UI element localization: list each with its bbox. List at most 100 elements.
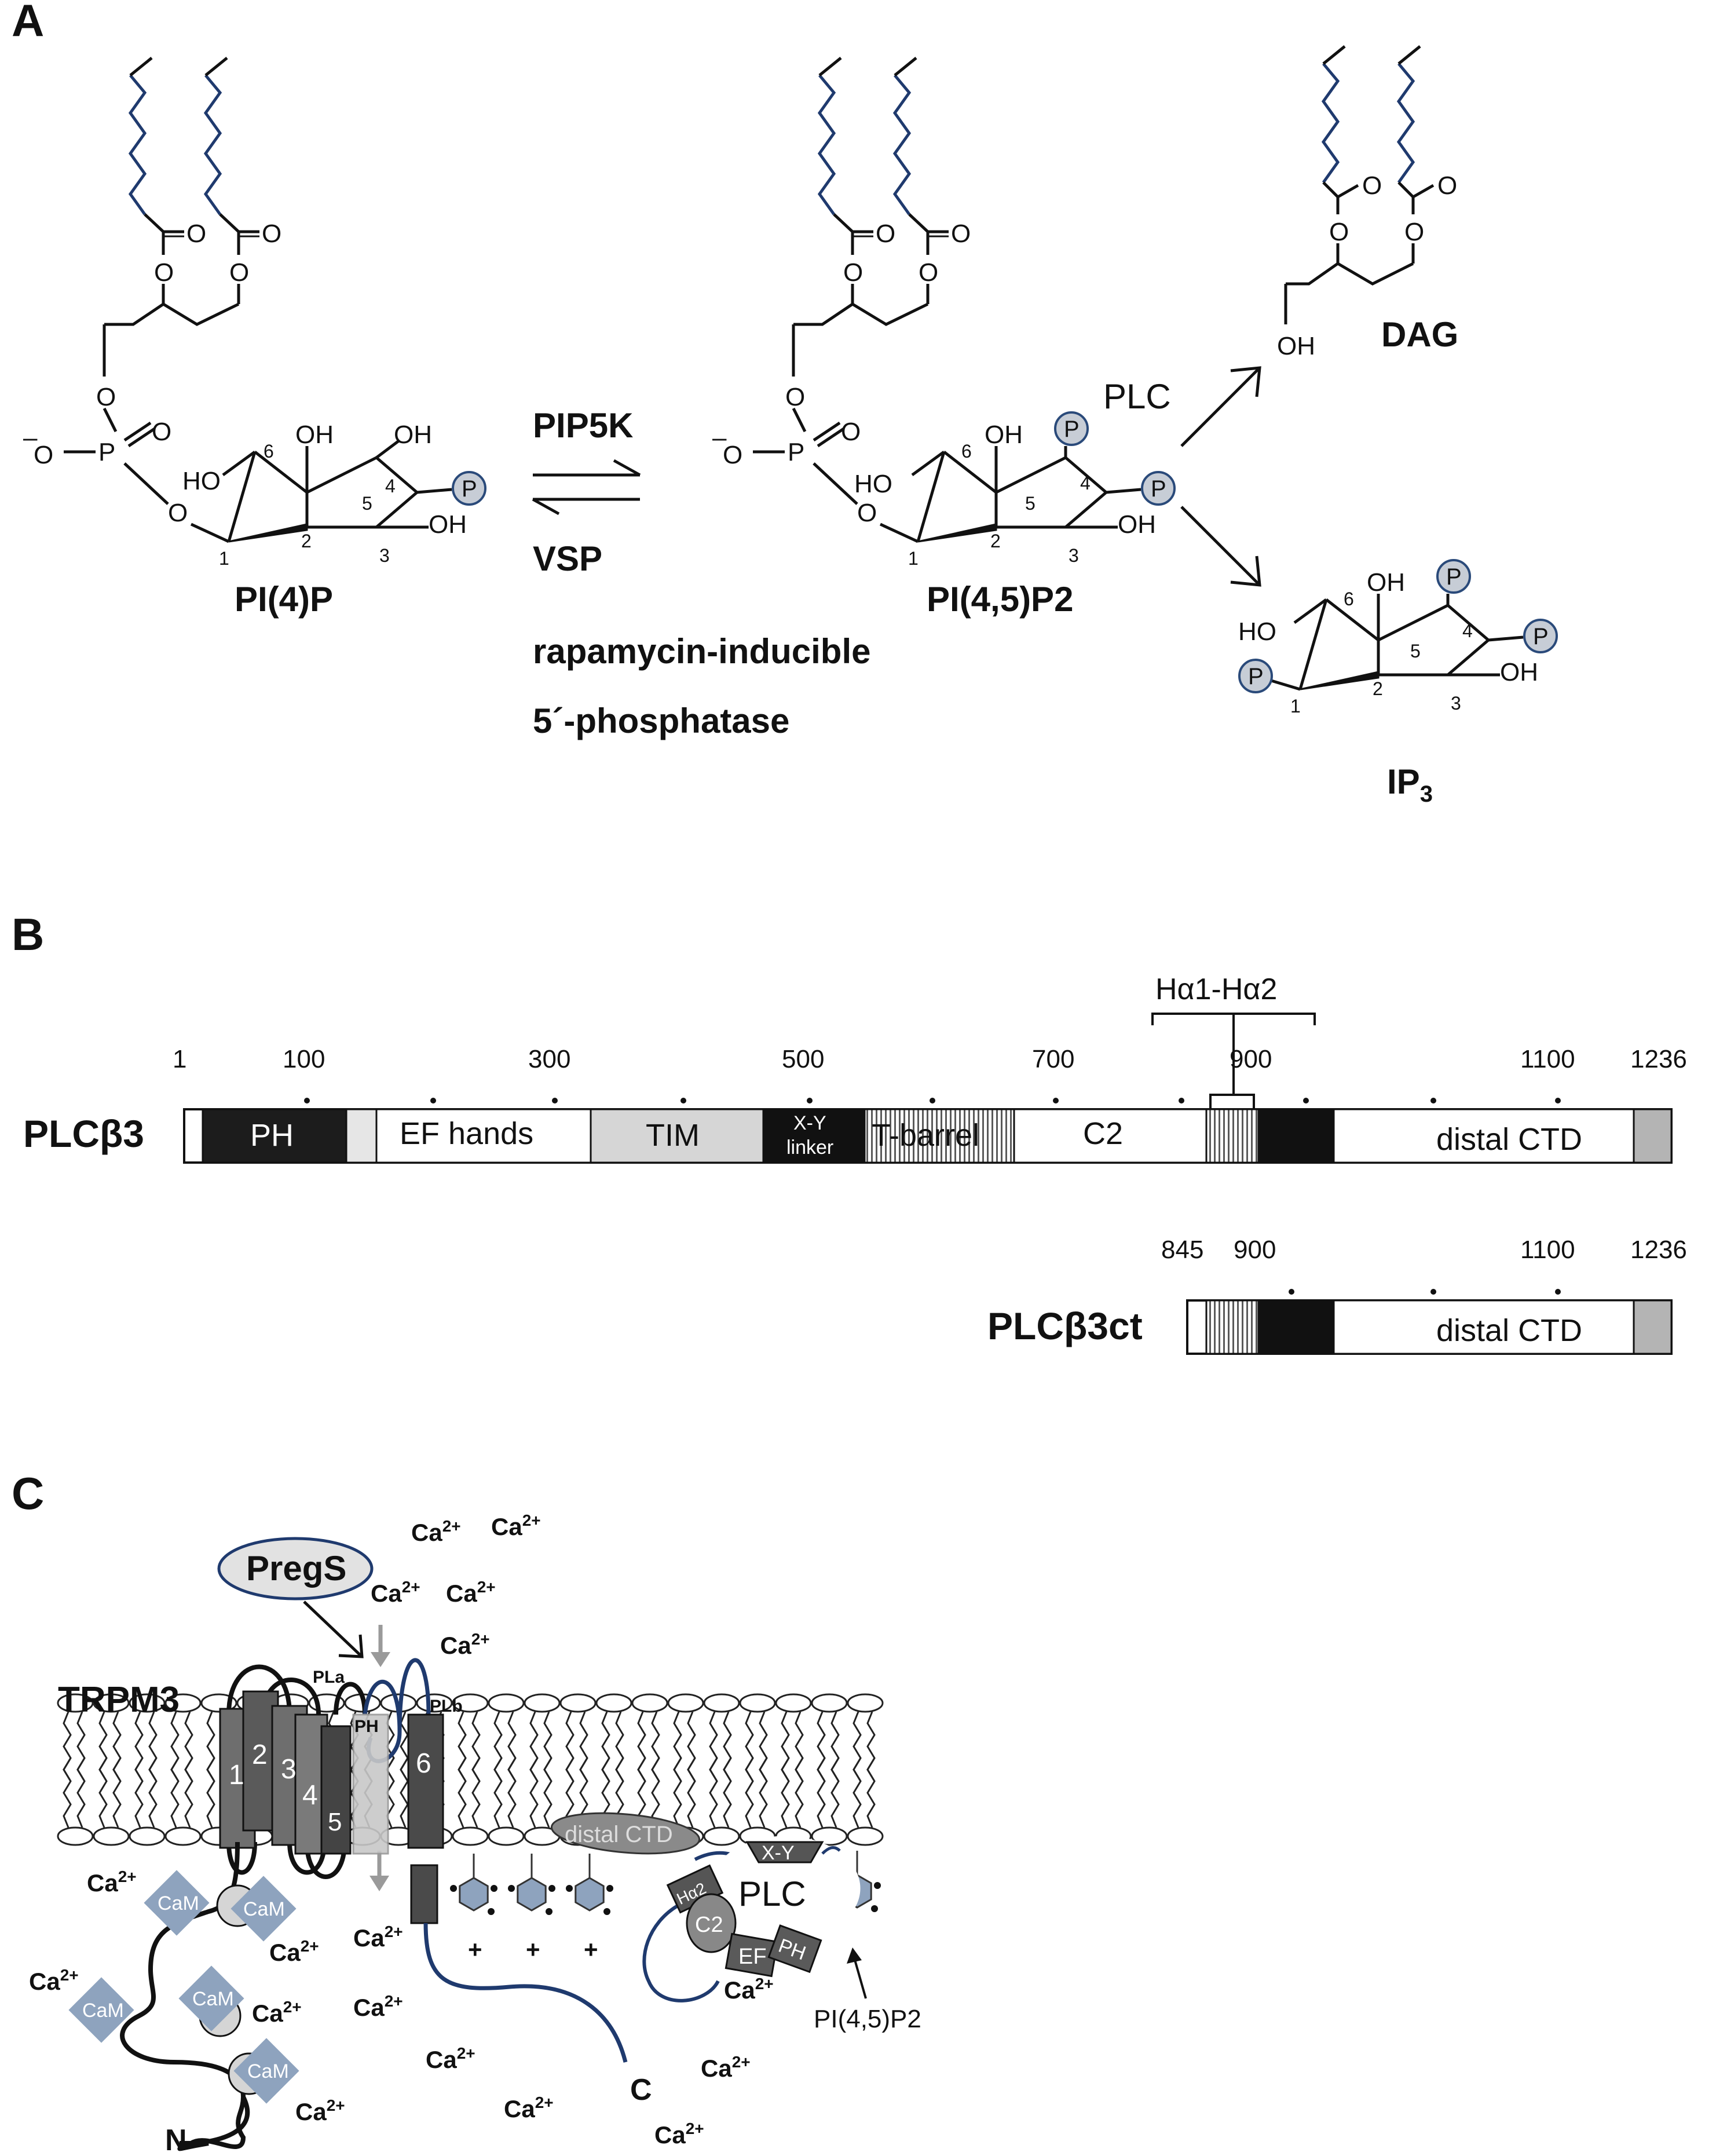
svg-text:4: 4 bbox=[1462, 620, 1473, 641]
svg-text:OH: OH bbox=[429, 510, 467, 539]
svg-text:O: O bbox=[262, 220, 281, 248]
plc-complex bbox=[642, 1836, 861, 2002]
panel-b-letter: B bbox=[12, 909, 44, 960]
svg-text:T-barrel: T-barrel bbox=[872, 1118, 979, 1153]
svg-text:O: O bbox=[154, 258, 174, 287]
svg-text:–: – bbox=[23, 423, 38, 452]
svg-text:P: P bbox=[462, 476, 477, 502]
svg-text:HO: HO bbox=[854, 470, 892, 498]
svg-text:O: O bbox=[843, 258, 863, 287]
equilibrium-arrows bbox=[532, 459, 641, 516]
lipid-upper bbox=[739, 1693, 776, 1782]
svg-text:P: P bbox=[98, 438, 115, 466]
phosphate-icon bbox=[452, 471, 486, 506]
lipid-upper bbox=[811, 1693, 848, 1782]
svg-text:O: O bbox=[96, 383, 116, 411]
pi4p-molecule: O O O O O P O O – O HO OH OH bbox=[23, 57, 486, 569]
vsp-label: VSP bbox=[533, 539, 602, 578]
calcium-ions: Ca2+Ca2+Ca2+Ca2+Ca2+Ca2+Ca2+Ca2+Ca2+Ca2+… bbox=[29, 1511, 774, 2148]
svg-text:C2: C2 bbox=[695, 1913, 723, 1937]
pregs-label: PregS bbox=[246, 1549, 346, 1588]
svg-text:5: 5 bbox=[1025, 493, 1036, 514]
cam-icon bbox=[230, 1876, 297, 1942]
svg-text:distal CTD: distal CTD bbox=[1436, 1313, 1582, 1348]
tick-label: 100 bbox=[283, 1045, 325, 1073]
calcium-ion-label: Ca2+ bbox=[411, 1517, 461, 1546]
lipid-lower bbox=[452, 1757, 489, 1846]
domain-ef-hands bbox=[375, 1108, 592, 1164]
phosphate-dot bbox=[874, 1882, 881, 1889]
svg-text:CaM: CaM bbox=[158, 1892, 199, 1914]
svg-text:P: P bbox=[1064, 416, 1080, 442]
svg-text:2: 2 bbox=[990, 531, 1001, 551]
svg-text:1: 1 bbox=[229, 1760, 244, 1790]
svg-text:O: O bbox=[1404, 218, 1424, 246]
phosphate-dot bbox=[606, 1885, 613, 1892]
trpm3-channel bbox=[219, 1658, 628, 2063]
tick-label: 500 bbox=[782, 1045, 824, 1073]
svg-text:OH: OH bbox=[1118, 510, 1156, 539]
svg-text:PLa: PLa bbox=[313, 1668, 345, 1687]
lipid-lower bbox=[811, 1757, 848, 1846]
svg-text:O: O bbox=[1437, 171, 1457, 200]
domain-c-terminal-tail bbox=[1633, 1108, 1673, 1164]
svg-text:linker: linker bbox=[786, 1137, 833, 1159]
pi4p-label: PI(4)P bbox=[235, 580, 333, 619]
cam-icon bbox=[233, 2038, 299, 2104]
svg-text:5: 5 bbox=[362, 493, 372, 514]
tick-label: 845 bbox=[1161, 1236, 1203, 1264]
lipid-lower bbox=[847, 1757, 884, 1846]
svg-text:P: P bbox=[1248, 664, 1264, 689]
calcium-ion-label: Ca2+ bbox=[295, 2096, 345, 2125]
plc-label-c: PLC bbox=[738, 1874, 806, 1913]
svg-text:P: P bbox=[1533, 624, 1549, 649]
svg-text:OH: OH bbox=[1277, 332, 1315, 360]
tick-label: 900 bbox=[1230, 1045, 1272, 1073]
svg-text:1: 1 bbox=[219, 548, 229, 569]
tick-label: 1 bbox=[173, 1045, 186, 1073]
svg-text:4: 4 bbox=[302, 1780, 318, 1811]
svg-text:6: 6 bbox=[961, 441, 972, 462]
svg-text:1: 1 bbox=[1290, 696, 1301, 717]
acyl-chain-1 bbox=[128, 74, 147, 215]
lipid-upper bbox=[775, 1693, 812, 1782]
svg-text:O: O bbox=[785, 383, 805, 411]
tm-segment-extension bbox=[410, 1864, 438, 1924]
panel-c-letter: C bbox=[12, 1468, 44, 1519]
svg-text:O: O bbox=[229, 258, 249, 287]
pip2-label: PI(4,5)P2 bbox=[927, 580, 1073, 619]
pip2-molecule: O O O O O P O O – O HO OH P bbox=[712, 57, 1176, 569]
plcb3-label: PLCβ3 bbox=[23, 1112, 144, 1155]
plc-xy-block bbox=[745, 1841, 824, 1863]
svg-text:distal CTD: distal CTD bbox=[1436, 1122, 1582, 1157]
calcium-ion-label: Ca2+ bbox=[446, 1578, 496, 1607]
svg-text:O: O bbox=[34, 441, 53, 469]
svg-text:P: P bbox=[1151, 476, 1166, 502]
tick-label: 1236 bbox=[1630, 1045, 1687, 1073]
calcium-ion-label: Ca2+ bbox=[440, 1630, 490, 1659]
svg-text:PH: PH bbox=[250, 1118, 294, 1153]
domain-c2 bbox=[1013, 1108, 1208, 1164]
pregs-ellipse bbox=[217, 1537, 374, 1600]
dag-molecule: O O O O OH bbox=[1277, 45, 1457, 360]
svg-text:distal CTD: distal CTD bbox=[565, 1822, 673, 1847]
inositol-headgroup bbox=[575, 1877, 605, 1912]
svg-text:CaM: CaM bbox=[247, 2060, 289, 2082]
svg-text:P: P bbox=[788, 438, 804, 466]
svg-text:O: O bbox=[186, 220, 206, 248]
svg-text:+: + bbox=[468, 1936, 482, 1963]
phosphate-icon bbox=[1436, 559, 1471, 594]
lipid-lower bbox=[129, 1757, 166, 1846]
svg-text:OH: OH bbox=[985, 421, 1023, 449]
calmodulin-group bbox=[68, 1870, 299, 2104]
calcium-ion-label: Ca2+ bbox=[504, 2093, 554, 2122]
svg-text:–: – bbox=[712, 423, 727, 452]
svg-text:4: 4 bbox=[1080, 473, 1091, 494]
rapamycin-label: rapamycin-inducible bbox=[533, 632, 870, 671]
svg-text:O: O bbox=[168, 499, 188, 527]
lipid-lower bbox=[775, 1757, 812, 1846]
phosphate-icon bbox=[1054, 411, 1089, 446]
lipid-upper bbox=[524, 1693, 561, 1782]
calcium-ion-label: Ca2+ bbox=[654, 2120, 704, 2148]
lipid-lower bbox=[93, 1757, 130, 1846]
